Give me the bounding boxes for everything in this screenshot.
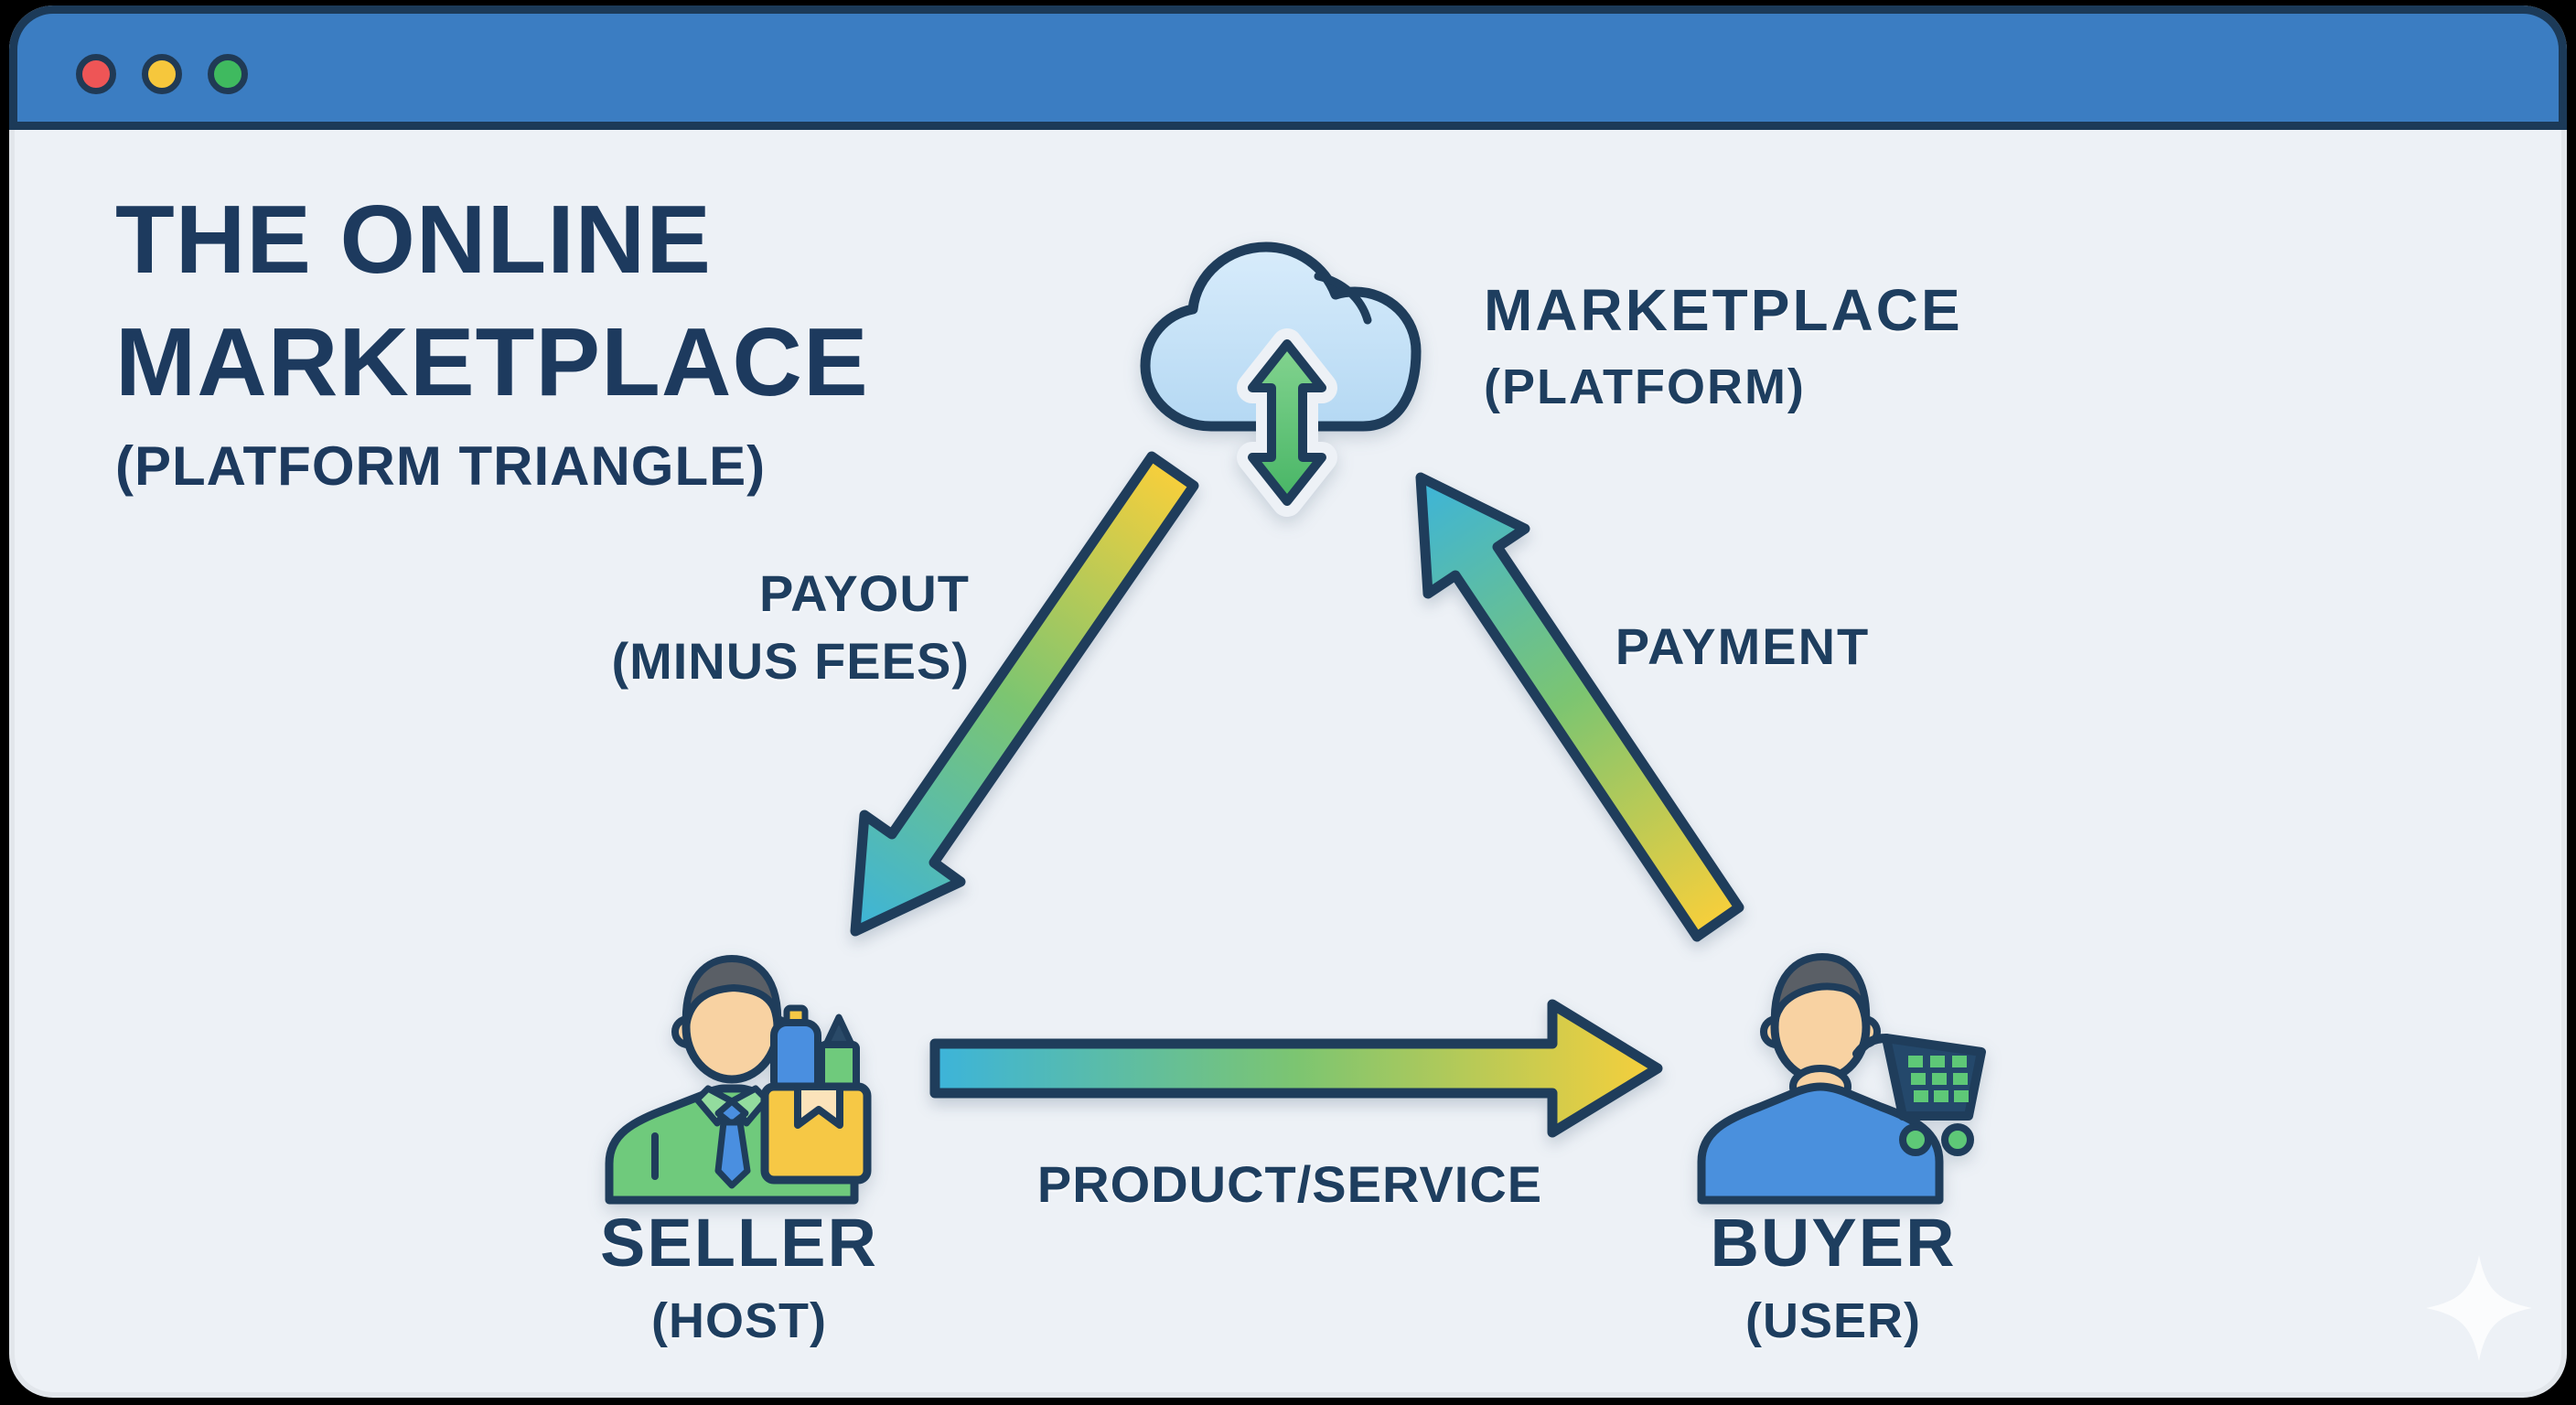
marketplace-node-label: MARKETPLACE (PLATFORM) [1484, 276, 1963, 415]
seller-label-text: SELLER [600, 1205, 878, 1281]
buyer-sublabel-text: (USER) [1744, 1293, 1921, 1348]
payout-edge-label: PAYOUT (MINUS FEES) [611, 560, 970, 695]
title-line-2: MARKETPLACE [115, 307, 869, 416]
zoom-button[interactable] [208, 54, 248, 94]
seller-node-label: SELLER (HOST) [600, 1204, 878, 1349]
seller-person-icon [605, 955, 872, 1205]
buyer-node-label: BUYER (USER) [1710, 1204, 1956, 1349]
buyer-label-text: BUYER [1710, 1205, 1957, 1281]
minimize-button[interactable] [142, 54, 182, 94]
sparkle-icon [2426, 1255, 2532, 1361]
buyer-cart-icon [1697, 953, 1986, 1205]
close-button[interactable] [76, 54, 116, 94]
payment-arrow [1415, 472, 1744, 942]
cloud-sync-icon [1140, 241, 1422, 517]
window-titlebar [9, 5, 2567, 130]
product-service-edge-label: PRODUCT/SERVICE [1036, 1155, 1543, 1213]
payout-label-line1: PAYOUT [758, 564, 970, 622]
payout-label-line2: (MINUS FEES) [611, 631, 970, 690]
seller-sublabel-text: (HOST) [651, 1293, 827, 1348]
page-title: THE ONLINE MARKETPLACE (PLATFORM TRIANGL… [115, 179, 869, 498]
marketplace-sublabel-text: (PLATFORM) [1484, 359, 1806, 414]
payment-edge-label: PAYMENT [1615, 617, 1871, 675]
product-service-arrow [929, 999, 1663, 1138]
payout-arrow [850, 451, 1199, 937]
marketplace-label-text: MARKETPLACE [1484, 277, 1963, 343]
app-window [9, 5, 2567, 1398]
title-line-1: THE ONLINE [115, 186, 712, 294]
title-subtitle: (PLATFORM TRIANGLE) [115, 435, 767, 498]
